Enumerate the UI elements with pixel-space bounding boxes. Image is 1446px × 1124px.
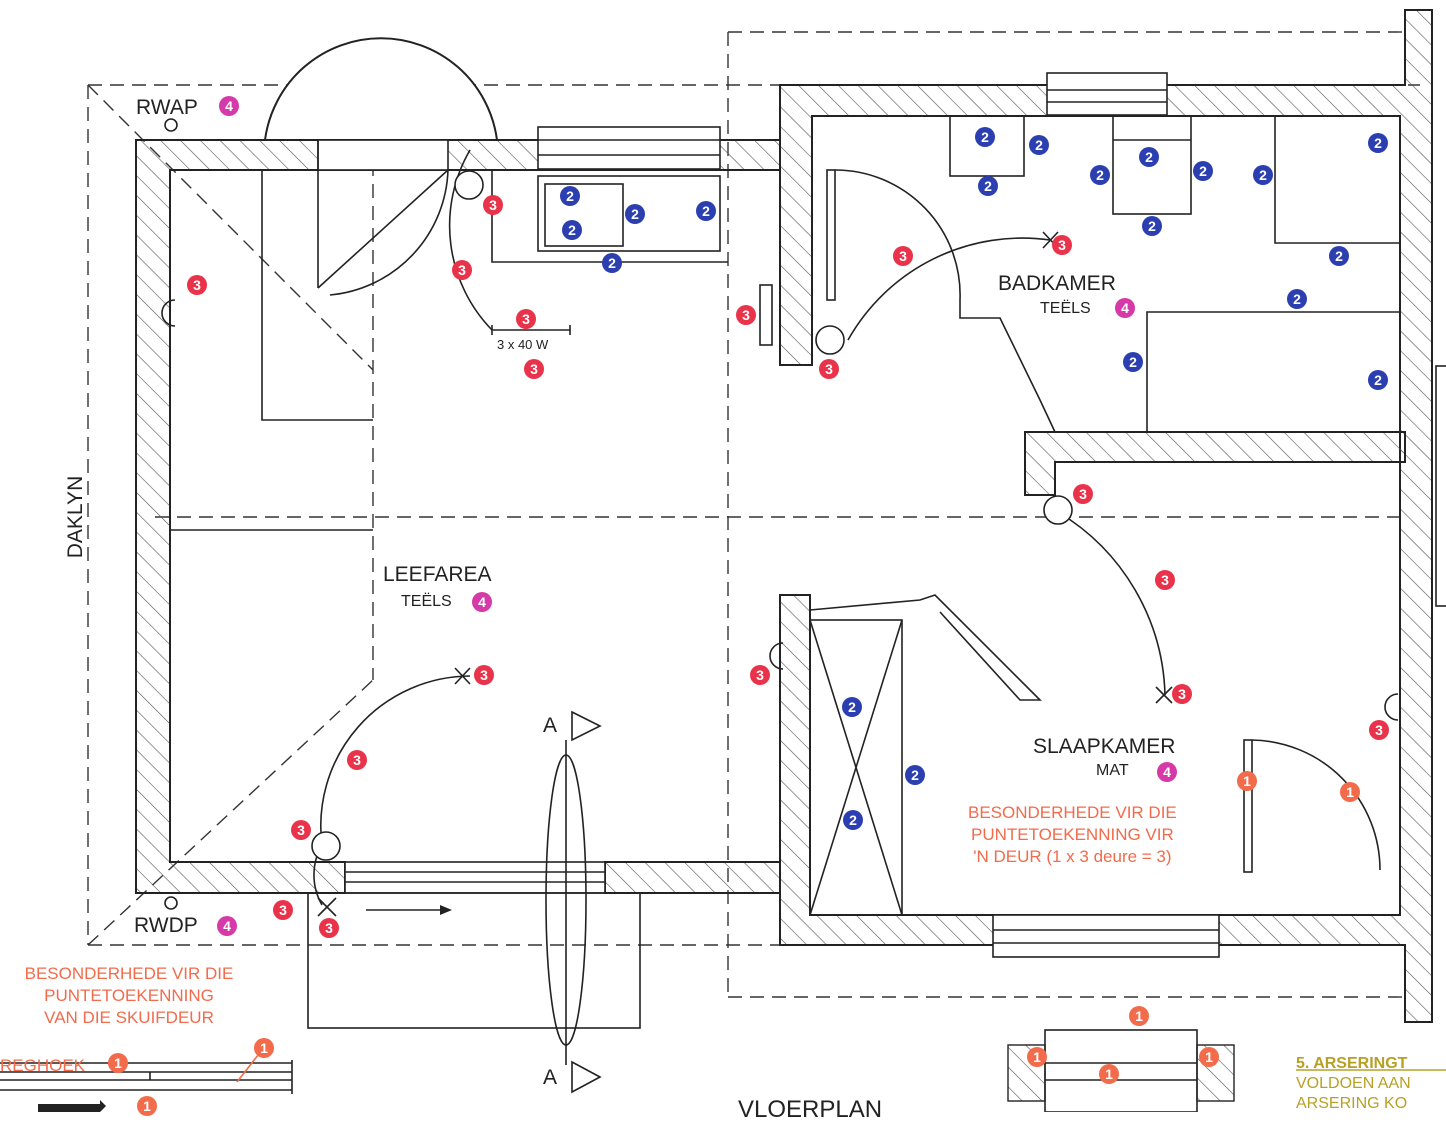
badge-3: 3 bbox=[750, 665, 770, 685]
badge-2: 2 bbox=[602, 253, 622, 273]
vloerplan-title: VLOERPLAN bbox=[738, 1096, 883, 1123]
badge-1: 1 bbox=[1237, 771, 1257, 791]
badge-2: 2 bbox=[1029, 135, 1049, 155]
badge-1: 1 bbox=[1099, 1064, 1119, 1084]
badkamer-finish: TEËLS bbox=[1040, 300, 1091, 317]
badge-1: 1 bbox=[108, 1053, 128, 1073]
badge-3: 3 bbox=[187, 275, 207, 295]
badge-4: 4 bbox=[1157, 762, 1177, 782]
interior-lines bbox=[170, 115, 1400, 1065]
door-note: BESONDERHEDE VIR DIE PUNTETOEKENNING VIR… bbox=[968, 802, 1177, 868]
hatch-line-2: VOLDOEN AAN bbox=[1296, 1075, 1411, 1092]
badge-2: 2 bbox=[1368, 133, 1388, 153]
badkamer-label: BADKAMER bbox=[998, 272, 1116, 295]
badge-2: 2 bbox=[1090, 165, 1110, 185]
badge-2: 2 bbox=[1287, 289, 1307, 309]
badge-2: 2 bbox=[843, 810, 863, 830]
window-detail bbox=[1044, 1029, 1198, 1112]
lamp-rating-label: 3 x 40 W bbox=[497, 337, 549, 352]
rwdp-label: RWDP bbox=[134, 914, 198, 937]
badge-3: 3 bbox=[291, 820, 311, 840]
badge-3: 3 bbox=[1073, 484, 1093, 504]
badge-2: 2 bbox=[978, 176, 998, 196]
badge-2: 2 bbox=[905, 765, 925, 785]
badge-1: 1 bbox=[1199, 1047, 1219, 1067]
badge-3: 3 bbox=[1172, 684, 1192, 704]
entry-arc bbox=[263, 37, 499, 141]
badge-3: 3 bbox=[1155, 570, 1175, 590]
badge-3: 3 bbox=[524, 359, 544, 379]
badge-1: 1 bbox=[137, 1096, 157, 1116]
hatch-line-3: ARSERING KO bbox=[1296, 1095, 1408, 1112]
cross-marks bbox=[317, 231, 1173, 917]
wall-lights bbox=[161, 299, 1399, 721]
badge-2: 2 bbox=[1329, 246, 1349, 266]
badge-2: 2 bbox=[1368, 370, 1388, 390]
badge-2: 2 bbox=[625, 204, 645, 224]
badge-3: 3 bbox=[319, 918, 339, 938]
roof-line bbox=[87, 31, 1420, 998]
badge-4: 4 bbox=[1115, 298, 1135, 318]
badge-3: 3 bbox=[483, 195, 503, 215]
leefarea-label: LEEFAREA bbox=[383, 563, 492, 586]
slide-note-line-3: VAN DIE SKUIFDEUR bbox=[44, 1008, 214, 1027]
badge-2: 2 bbox=[560, 186, 580, 206]
badge-3: 3 bbox=[474, 665, 494, 685]
badge-3: 3 bbox=[273, 900, 293, 920]
badge-2: 2 bbox=[1139, 147, 1159, 167]
slide-note: BESONDERHEDE VIR DIE PUNTETOEKENNING VAN… bbox=[0, 963, 258, 1029]
badge-2: 2 bbox=[1123, 352, 1143, 372]
section-mark-top: A bbox=[543, 714, 558, 737]
badge-3: 3 bbox=[819, 359, 839, 379]
badge-3: 3 bbox=[1052, 235, 1072, 255]
daklyn-label: DAKLYN bbox=[64, 475, 88, 559]
badge-2: 2 bbox=[696, 201, 716, 221]
badge-1: 1 bbox=[1027, 1047, 1047, 1067]
badge-1: 1 bbox=[254, 1038, 274, 1058]
badge-3: 3 bbox=[893, 246, 913, 266]
slide-note-line-2: PUNTETOEKENNING bbox=[44, 986, 214, 1005]
sliding-door-detail bbox=[0, 1060, 293, 1094]
slaapkamer-finish: MAT bbox=[1096, 762, 1129, 779]
hatch-heading: 5. ARSERINGT bbox=[1296, 1055, 1408, 1072]
badge-3: 3 bbox=[736, 305, 756, 325]
slaapkamer-label: SLAAPKAMER bbox=[1033, 735, 1176, 758]
rwap-label: RWAP bbox=[136, 96, 198, 119]
light-fittings bbox=[164, 118, 1073, 910]
hatch-note: 5. ARSERINGT VOLDOEN AAN ARSERING KO bbox=[1296, 1054, 1411, 1114]
badge-2: 2 bbox=[562, 220, 582, 240]
leefarea-finish: TEËLS bbox=[401, 593, 452, 610]
badge-4: 4 bbox=[219, 96, 239, 116]
badge-2: 2 bbox=[1253, 165, 1273, 185]
walls bbox=[135, 9, 1433, 1023]
windows bbox=[344, 72, 1220, 958]
door-note-line-3: 'N DEUR (1 x 3 deure = 3) bbox=[973, 847, 1172, 866]
badge-3: 3 bbox=[516, 309, 536, 329]
badge-2: 2 bbox=[1142, 216, 1162, 236]
slide-note-line-1: BESONDERHEDE VIR DIE bbox=[24, 964, 234, 983]
door-note-line-1: BESONDERHEDE VIR DIE bbox=[968, 803, 1177, 822]
badge-3: 3 bbox=[452, 260, 472, 280]
badge-4: 4 bbox=[472, 592, 492, 612]
badge-1: 1 bbox=[1129, 1006, 1149, 1026]
door-note-line-2: PUNTETOEKENNING VIR bbox=[970, 825, 1174, 844]
arrow-head bbox=[440, 905, 452, 915]
badge-2: 2 bbox=[975, 127, 995, 147]
section-flags bbox=[571, 710, 602, 1094]
badge-2: 2 bbox=[1193, 161, 1213, 181]
badge-1: 1 bbox=[1340, 782, 1360, 802]
section-mark-bottom: A bbox=[543, 1066, 558, 1089]
badge-3: 3 bbox=[1369, 720, 1389, 740]
reghoek-label: REGHOEK bbox=[0, 1056, 86, 1075]
badge-3: 3 bbox=[347, 750, 367, 770]
badge-4: 4 bbox=[217, 916, 237, 936]
badge-2: 2 bbox=[842, 697, 862, 717]
roof-hips bbox=[87, 84, 374, 946]
